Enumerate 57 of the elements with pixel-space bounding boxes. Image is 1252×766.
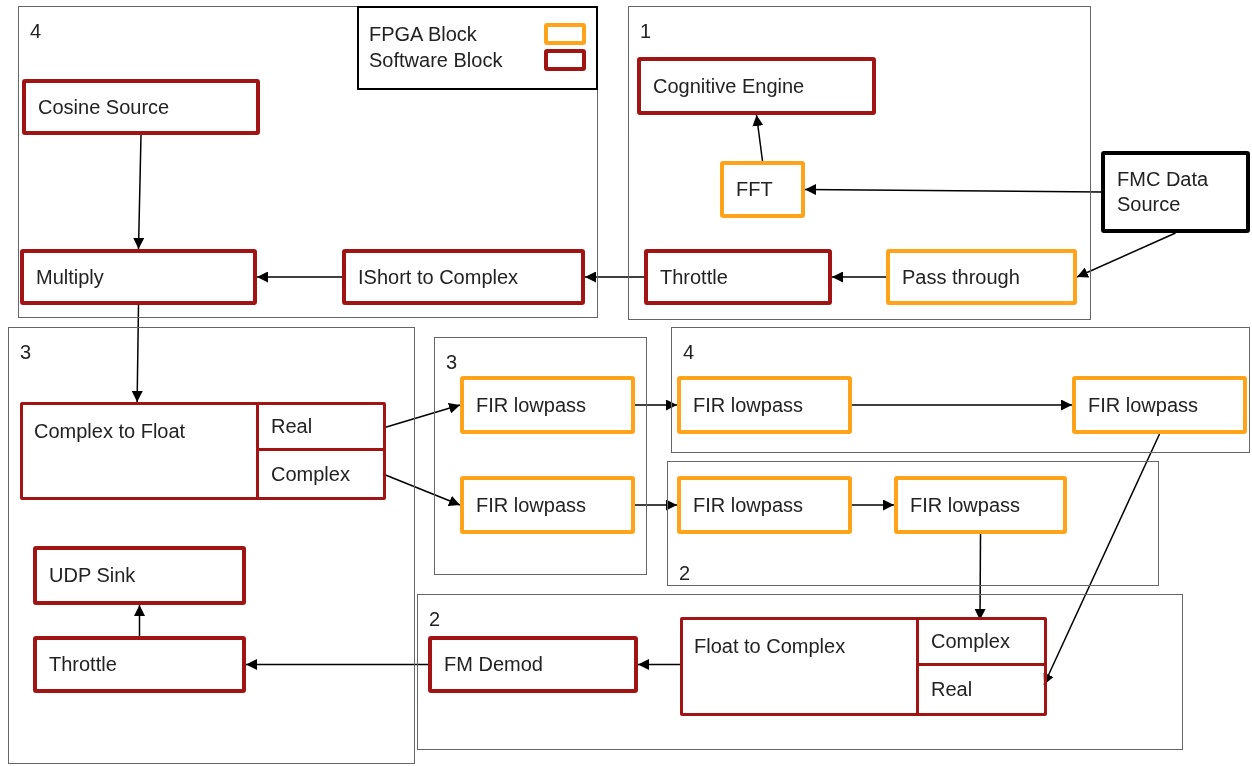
block-box: FIR lowpass xyxy=(460,476,635,534)
block-box: UDP Sink xyxy=(33,546,246,605)
group-number: 2 xyxy=(679,563,691,583)
port-cell: Complex xyxy=(916,620,1044,666)
arrow xyxy=(584,271,645,283)
block-box: FIR lowpass xyxy=(460,376,635,434)
block-box: Multiply xyxy=(20,249,257,305)
group-number: 3 xyxy=(446,352,458,372)
block-box: Cognitive Engine xyxy=(637,57,876,115)
legend-label: Software Block xyxy=(369,48,503,72)
block-label: Complex to Float xyxy=(34,419,186,444)
block-box: FIR lowpass xyxy=(894,476,1067,534)
block-box xyxy=(680,617,1047,716)
group-number: 2 xyxy=(429,609,441,629)
arrow xyxy=(1076,232,1177,278)
arrow xyxy=(131,304,143,403)
block-box: IShort to Complex xyxy=(342,249,585,305)
arrow xyxy=(634,499,678,511)
arrow xyxy=(245,659,429,670)
group-frame xyxy=(434,337,647,575)
block-box: FIR lowpass xyxy=(677,376,852,434)
arrow xyxy=(752,114,764,162)
group-frame xyxy=(667,461,1159,586)
group-frame xyxy=(417,594,1183,750)
group-frame xyxy=(671,327,1250,453)
block-box: Throttle xyxy=(33,636,246,693)
block-box: FIR lowpass xyxy=(677,476,852,534)
group-frame xyxy=(628,6,1091,320)
arrow xyxy=(134,604,145,637)
group-frame xyxy=(8,327,415,764)
group-number: 1 xyxy=(640,21,652,41)
legend-label: FPGA Block xyxy=(369,22,477,46)
arrow xyxy=(804,184,1102,196)
arrow xyxy=(1043,433,1161,686)
block-box: Throttle xyxy=(644,249,832,305)
block-box: Pass through xyxy=(886,249,1077,305)
block-box xyxy=(20,402,386,500)
arrow xyxy=(256,271,343,283)
block-box: FIR lowpass xyxy=(1072,376,1247,434)
arrow xyxy=(133,134,145,250)
block-box: FM Demod xyxy=(428,636,638,693)
block-box: FFT xyxy=(720,161,805,218)
port-cell: Complex xyxy=(256,451,383,497)
group-frame xyxy=(18,6,598,318)
block-box: FMC Data Source xyxy=(1101,151,1250,233)
arrow xyxy=(637,659,681,670)
port-cell: Real xyxy=(916,666,1044,713)
group-number: 3 xyxy=(20,342,32,362)
arrow xyxy=(831,271,887,283)
group-number: 4 xyxy=(30,21,42,41)
group-number: 4 xyxy=(683,342,695,362)
arrow xyxy=(634,399,678,411)
block-box: Cosine Source xyxy=(22,79,260,135)
block-label: Float to Complex xyxy=(694,634,846,659)
arrow xyxy=(851,499,895,511)
arrow xyxy=(851,399,1073,411)
port-cell: Real xyxy=(256,405,383,451)
